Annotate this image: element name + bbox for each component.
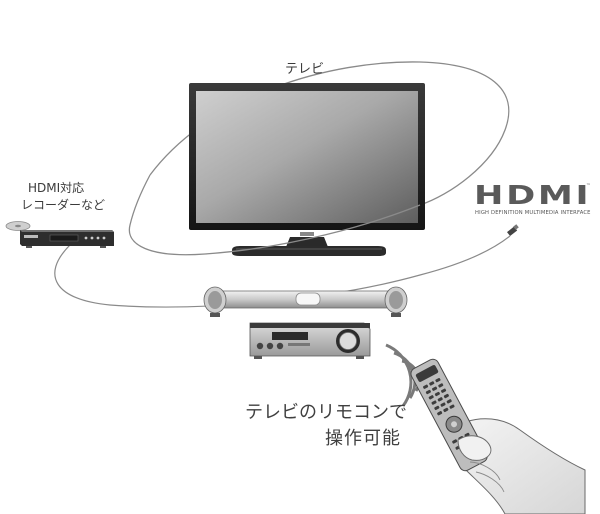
tv-logo-badge xyxy=(300,232,314,236)
tv-label: テレビ xyxy=(285,62,325,77)
hdmi-logo: HDMI ™ HIGH DEFINITION MULTIMEDIA INTERF… xyxy=(474,183,596,219)
hdmi-trademark: ™ xyxy=(586,183,591,189)
recorder-label-line2: レコーダーなど xyxy=(21,198,106,212)
recorder-device xyxy=(5,221,114,248)
recorder-label-line1: HDMI対応 xyxy=(28,181,85,195)
orbit-ring-front xyxy=(128,174,421,256)
hdmi-logo-word: HDMI xyxy=(474,181,592,211)
tv-screen xyxy=(196,91,418,223)
soundbar xyxy=(203,286,408,317)
av-amplifier xyxy=(249,322,371,359)
hdmi-logo-tagline: HIGH DEFINITION MULTIMEDIA INTERFACE xyxy=(475,210,591,216)
tv-stand xyxy=(232,246,386,256)
television xyxy=(189,83,425,256)
hand-with-remote xyxy=(410,358,586,514)
tv-neck xyxy=(286,237,328,247)
remote-caption-line1: テレビのリモコンで xyxy=(245,402,407,423)
hdmi-plug-icon xyxy=(507,224,519,237)
remote-caption-line2: 操作可能 xyxy=(325,428,401,449)
